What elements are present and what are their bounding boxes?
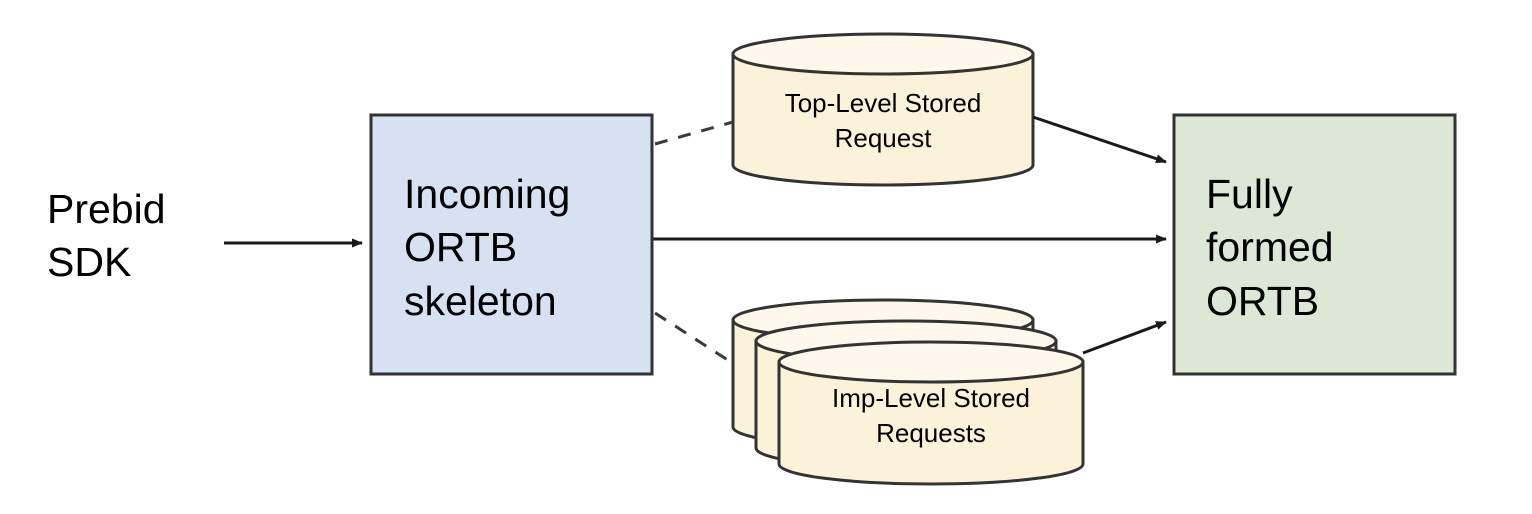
- edge-incoming-to-imp-level: [654, 311, 738, 368]
- edge-incoming-to-top-level: [654, 120, 734, 146]
- node-fully-formed-ortb[interactable]: [1172, 113, 1457, 376]
- node-top-level-stored-request[interactable]: [731, 32, 1035, 187]
- edge-top-level-to-fully-formed: [1032, 115, 1167, 164]
- node-incoming-ortb-skeleton[interactable]: [369, 113, 654, 376]
- node-imp-level-stored-requests[interactable]: [777, 340, 1085, 486]
- edge-imp-level-to-fully-formed: [1082, 320, 1167, 355]
